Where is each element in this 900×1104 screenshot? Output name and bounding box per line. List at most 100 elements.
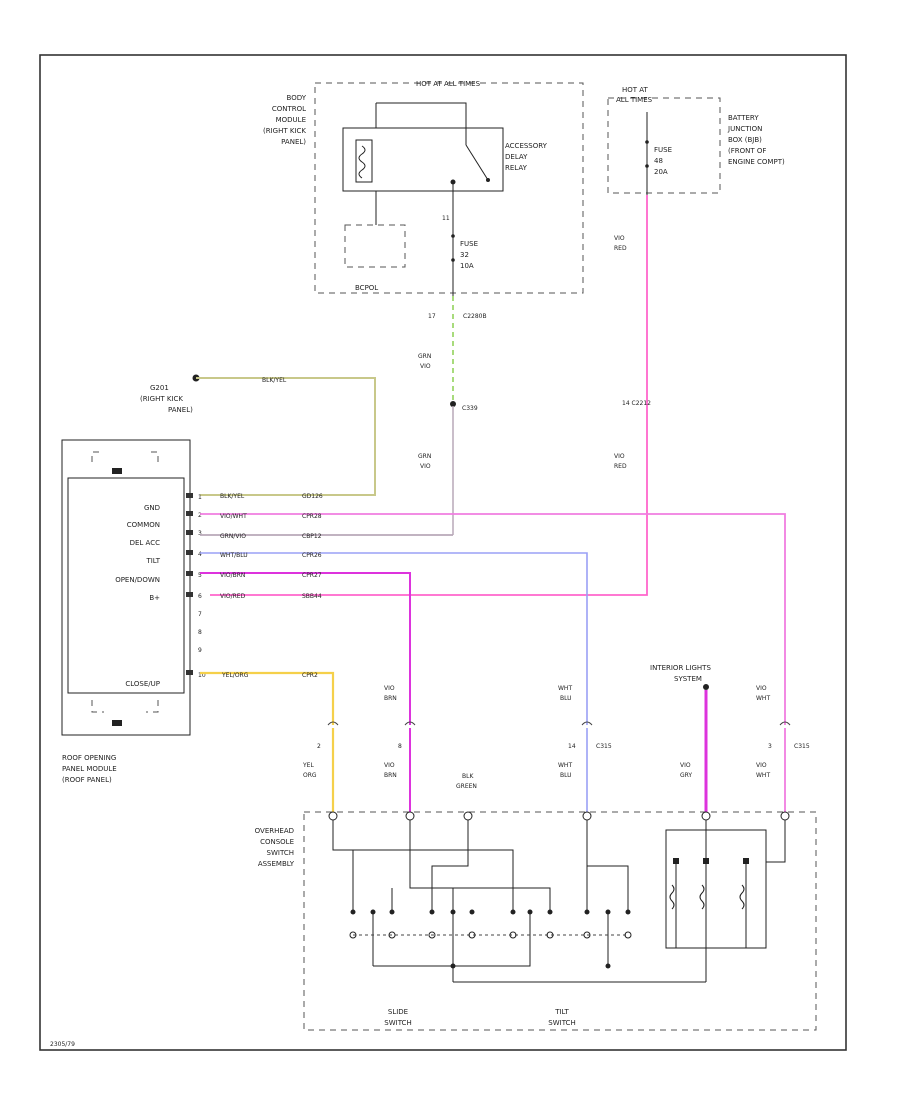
bcm-out-pin: 17 [428, 313, 436, 320]
svg-text:20A: 20A [654, 168, 668, 176]
svg-text:4: 4 [198, 551, 202, 558]
svg-text:ACCESSORY: ACCESSORY [505, 142, 548, 150]
svg-text:MODULE: MODULE [276, 116, 306, 124]
svg-text:10: 10 [198, 672, 206, 679]
bcm-name: BODY CONTROL MODULE (RIGHT KICK PANEL) [263, 94, 307, 146]
wire-blk-yel-label: BLK/YEL [262, 377, 287, 384]
tilt-switch-circuit [453, 820, 707, 983]
svg-text:INTERIOR LIGHTS: INTERIOR LIGHTS [650, 664, 711, 672]
footer-code: 2305/79 [50, 1041, 75, 1048]
svg-text:SBB44: SBB44 [302, 593, 322, 600]
module-wire-colors: BLK/YEL VIO/WHT GRN/VIO WHT/BLU VIO/BRN … [220, 493, 249, 679]
module-pin-numbers: 1 2 3 4 5 6 7 8 9 10 [198, 494, 206, 679]
svg-text:SWITCH: SWITCH [384, 1019, 411, 1027]
bjb-wire-label-c: VIO [614, 453, 625, 460]
svg-text:ENGINE COMPT): ENGINE COMPT) [728, 158, 785, 166]
svg-text:VIO/WHT: VIO/WHT [220, 513, 247, 520]
svg-text:SLIDE: SLIDE [388, 1008, 408, 1016]
svg-text:CBP12: CBP12 [302, 533, 322, 540]
svg-text:SYSTEM: SYSTEM [674, 675, 702, 683]
svg-text:(FRONT OF: (FRONT OF [728, 147, 766, 155]
inline-connectors [327, 721, 791, 726]
svg-text:VIO: VIO [384, 685, 395, 692]
svg-text:CPR26: CPR26 [302, 552, 322, 559]
wire-yel-org [200, 671, 335, 725]
svg-text:2: 2 [317, 743, 321, 750]
wire-vio-wht [200, 513, 786, 725]
svg-text:BLK: BLK [462, 773, 474, 780]
bjb-name: BATTERY JUNCTION BOX (BJB) (FRONT OF ENG… [727, 114, 785, 166]
svg-text:TILT: TILT [554, 1008, 569, 1016]
svg-text:VIO: VIO [756, 762, 767, 769]
svg-text:1: 1 [198, 494, 202, 501]
interior-lamp-block [665, 820, 786, 949]
wire-grn-vio-label-b: VIO [420, 363, 431, 370]
svg-text:9: 9 [198, 647, 202, 654]
switch-contacts [350, 909, 631, 969]
module-bottom-connector [91, 700, 159, 726]
svg-text:VIO: VIO [384, 762, 395, 769]
svg-text:RELAY: RELAY [505, 164, 528, 172]
svg-text:CPR28: CPR28 [302, 513, 322, 520]
svg-text:14: 14 [568, 743, 576, 750]
svg-text:TILT: TILT [145, 557, 160, 565]
svg-text:COMMON: COMMON [127, 521, 160, 529]
svg-text:ROOF OPENING: ROOF OPENING [62, 754, 116, 762]
svg-text:BLU: BLU [560, 695, 572, 702]
svg-text:DEL ACC: DEL ACC [130, 539, 160, 547]
svg-text:DELAY: DELAY [505, 153, 528, 161]
module-pin-stubs [186, 493, 193, 675]
slide-switch-circuit [332, 820, 551, 982]
module-circuits: GD126 CPR28 CBP12 CPR26 CPR27 SBB44 CPR2 [302, 493, 323, 679]
fuse-32: FUSE 32 10A 11 [442, 215, 478, 300]
svg-text:WHT: WHT [558, 762, 572, 769]
svg-text:G201: G201 [150, 384, 169, 392]
module-outer [61, 439, 191, 736]
svg-text:WHT: WHT [756, 695, 770, 702]
svg-text:6: 6 [198, 593, 202, 600]
svg-text:WHT: WHT [558, 685, 572, 692]
svg-text:8: 8 [398, 743, 402, 750]
svg-text:5: 5 [198, 572, 202, 579]
svg-text:GREEN: GREEN [456, 783, 477, 790]
bjb-conn-label: 14 C2212 [622, 400, 651, 407]
svg-text:BRN: BRN [384, 772, 397, 779]
svg-text:CONSOLE: CONSOLE [260, 838, 294, 846]
svg-text:GND: GND [144, 504, 160, 512]
bcm-out-conn: C2280B [463, 313, 487, 320]
svg-text:C315: C315 [596, 743, 612, 750]
svg-text:11: 11 [442, 215, 450, 222]
svg-text:PANEL): PANEL) [281, 138, 306, 146]
svg-text:BLU: BLU [560, 772, 572, 779]
console-name: OVERHEAD CONSOLE SWITCH ASSEMBLY [255, 827, 295, 868]
svg-text:BATTERY: BATTERY [728, 114, 759, 122]
svg-text:OVERHEAD: OVERHEAD [255, 827, 294, 835]
svg-text:CPR27: CPR27 [302, 572, 322, 579]
svg-text:(ROOF PANEL): (ROOF PANEL) [62, 776, 112, 784]
svg-text:3: 3 [198, 530, 202, 537]
svg-text:OPEN/DOWN: OPEN/DOWN [115, 576, 160, 584]
svg-text:CONTROL: CONTROL [272, 105, 306, 113]
svg-text:JUNCTION: JUNCTION [727, 125, 762, 133]
svg-text:ALL TIMES: ALL TIMES [616, 96, 653, 104]
module-inner [67, 477, 185, 694]
bjb-box [607, 97, 721, 194]
svg-text:HOT AT: HOT AT [622, 86, 649, 94]
wire-down-label-a: GRN [418, 453, 431, 460]
svg-text:BOX (BJB): BOX (BJB) [728, 136, 762, 144]
fuse-48: FUSE 48 20A [645, 112, 672, 195]
bjb-wire-label-a: VIO [614, 235, 625, 242]
svg-text:(RIGHT KICK: (RIGHT KICK [263, 127, 306, 135]
svg-text:SWITCH: SWITCH [267, 849, 294, 857]
svg-text:PANEL): PANEL) [168, 406, 193, 414]
svg-text:32: 32 [460, 251, 469, 259]
console-box [303, 811, 817, 1031]
svg-text:B+: B+ [149, 594, 160, 602]
relay-label: ACCESSORY DELAY RELAY [505, 142, 548, 172]
svg-text:VIO/BRN: VIO/BRN [220, 572, 245, 579]
svg-text:YEL: YEL [302, 762, 314, 769]
svg-text:CLOSE/UP: CLOSE/UP [125, 680, 160, 688]
svg-text:C315: C315 [794, 743, 810, 750]
svg-text:48: 48 [654, 157, 663, 165]
module-top-connector [91, 451, 159, 474]
